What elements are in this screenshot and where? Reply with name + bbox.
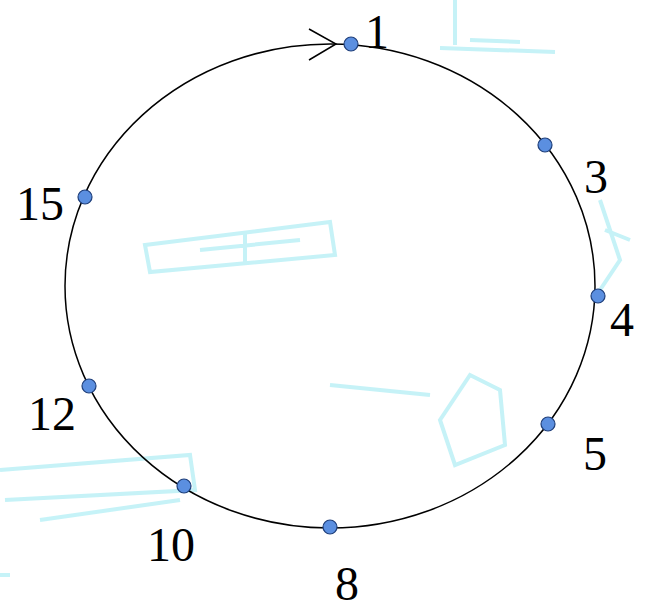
watermark-shape	[330, 375, 505, 465]
ring-dot	[591, 289, 605, 303]
watermark-shape	[440, 0, 555, 52]
node-number: 10	[147, 521, 195, 569]
node-number: 1	[365, 8, 389, 56]
node-number: 3	[584, 153, 608, 201]
ring-dot	[177, 479, 191, 493]
node-number: 12	[28, 390, 76, 438]
ring	[65, 44, 595, 528]
watermark-shape	[0, 455, 195, 575]
ring-dot	[538, 138, 552, 152]
ring-dot	[323, 520, 337, 534]
ring-dot	[82, 379, 96, 393]
node-number: 15	[16, 180, 64, 228]
watermark-shape	[145, 222, 335, 272]
ring-dot	[541, 417, 555, 431]
watermark	[0, 0, 630, 575]
ring-dot	[344, 37, 358, 51]
node-number: 8	[335, 560, 359, 608]
watermark-shape	[600, 200, 630, 290]
node-number: 4	[610, 296, 634, 344]
direction-arrow	[309, 29, 336, 60]
watermark-shape	[200, 232, 300, 262]
node-number: 5	[583, 430, 607, 478]
ring-dot	[78, 190, 92, 204]
ring-dots	[78, 37, 605, 534]
